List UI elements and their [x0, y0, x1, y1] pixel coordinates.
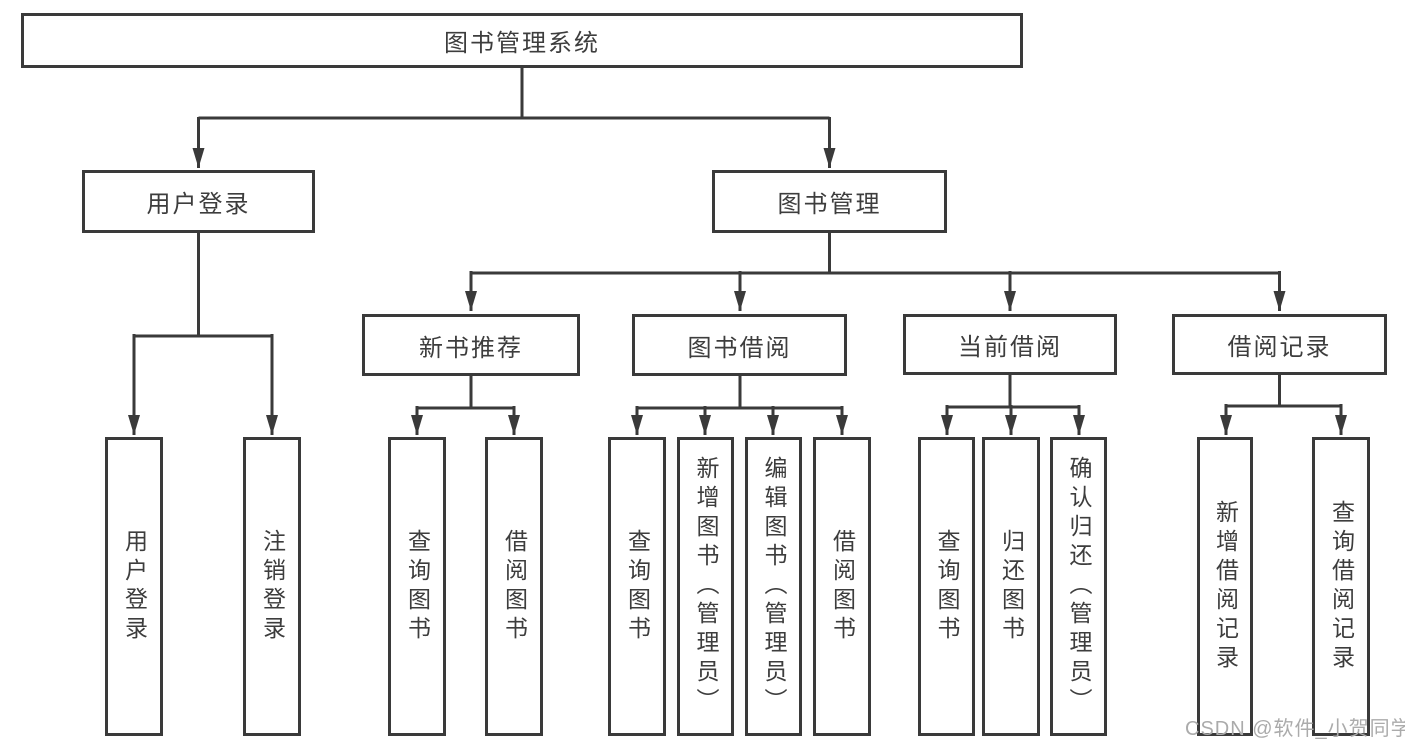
leaf-current-query-books: 查询图书 [918, 437, 975, 736]
connector-new-book-bracket [417, 376, 514, 410]
connector-current-borrow-bracket [947, 375, 1079, 409]
leaf-newbook-query-books: 查询图书 [388, 437, 446, 736]
leaf-user-login: 用户登录 [105, 437, 163, 736]
leaf-borrow-add-books-admin: 新增图书（管理员） [677, 437, 734, 736]
node-new-book-recommend: 新书推荐 [362, 314, 580, 376]
leaf-record-query-borrow-record: 查询借阅记录 [1312, 437, 1370, 736]
leaf-borrow-query-books: 查询图书 [608, 437, 666, 736]
node-current-borrow: 当前借阅 [903, 314, 1117, 375]
csdn-watermark: CSDN @软件_小贺同学 [1185, 718, 1405, 740]
connector-root-bracket [198, 68, 830, 120]
leaf-current-confirm-return-admin: 确认归还（管理员） [1050, 437, 1107, 736]
leaf-logout: 注销登录 [243, 437, 301, 736]
node-user-login: 用户登录 [82, 170, 315, 233]
connector-user-login-bracket [134, 233, 272, 338]
node-borrow-record: 借阅记录 [1172, 314, 1387, 375]
leaf-record-add-borrow-record: 新增借阅记录 [1197, 437, 1253, 736]
node-library-management-system: 图书管理系统 [21, 13, 1023, 68]
leaf-current-return-books: 归还图书 [982, 437, 1040, 736]
connector-borrow-record-bracket [1226, 375, 1341, 408]
node-book-management: 图书管理 [712, 170, 947, 233]
leaf-borrow-borrow-books: 借阅图书 [813, 437, 871, 736]
leaf-newbook-borrow-books: 借阅图书 [485, 437, 543, 736]
node-book-borrow: 图书借阅 [632, 314, 847, 376]
connector-book-borrow-bracket [637, 376, 842, 410]
connector-book-management-bracket [471, 233, 1280, 275]
leaf-borrow-edit-books-admin: 编辑图书（管理员） [745, 437, 802, 736]
